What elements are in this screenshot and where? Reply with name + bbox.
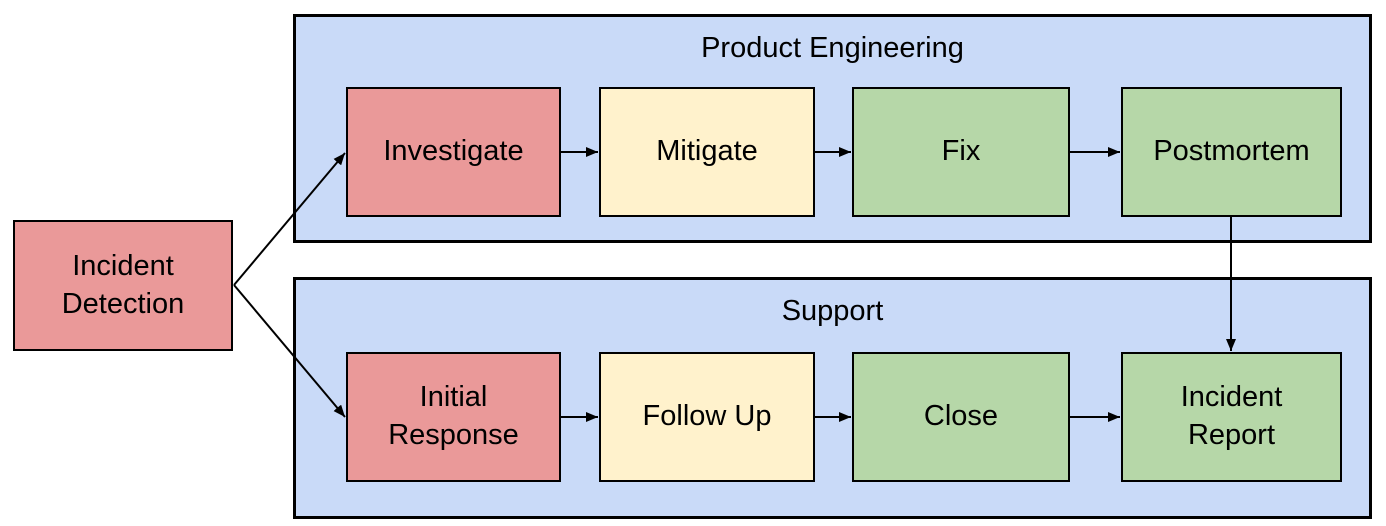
node-incident-detection: Incident Detection — [13, 220, 233, 351]
lane-support-title: Support — [781, 295, 884, 327]
node-investigate: Investigate — [346, 87, 561, 217]
node-close: Close — [852, 352, 1070, 482]
node-incident-report: Incident Report — [1121, 352, 1342, 482]
node-mitigate: Mitigate — [599, 87, 815, 217]
node-fix: Fix — [852, 87, 1070, 217]
lane-product-engineering-title: Product Engineering — [701, 32, 964, 64]
node-initial-response: Initial Response — [346, 352, 561, 482]
node-postmortem: Postmortem — [1121, 87, 1342, 217]
node-follow-up: Follow Up — [599, 352, 815, 482]
